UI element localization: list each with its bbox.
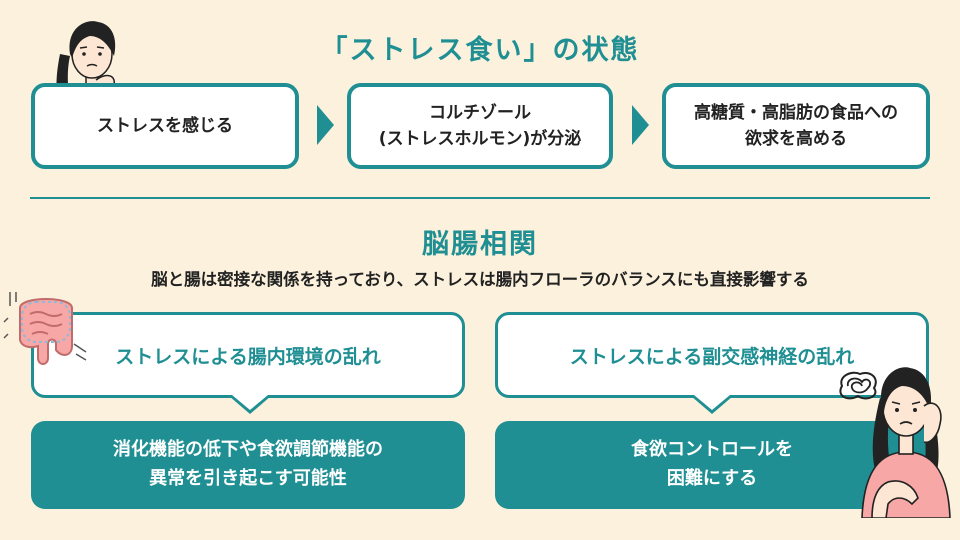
left-result-line: 消化機能の低下や食欲調節機能の <box>113 439 383 461</box>
section-divider <box>30 197 930 199</box>
section-title: 脳腸相関 <box>422 229 538 260</box>
intestine-icon <box>3 292 87 365</box>
flow-arrow-icon <box>632 105 649 145</box>
stressed-woman-icon <box>861 367 951 518</box>
flow-step-craving: 高糖質・高脂肪の食品への 欲求を高める <box>662 83 930 169</box>
right-result-line: 困難にする <box>666 468 758 489</box>
flow-step-line: 高糖質・高脂肪の食品への <box>694 102 898 123</box>
left-cause-bubble: ストレスによる腸内環境の乱れ <box>31 312 465 398</box>
left-result-line: 異常を引き起こす可能性 <box>149 468 347 489</box>
left-result-box: 消化機能の低下や食欲調節機能の 異常を引き起こす可能性 <box>31 421 465 509</box>
tangled-thought-icon <box>839 371 877 400</box>
diagram-title: 「ストレス食い」の状態 <box>320 35 640 66</box>
flow-arrow-icon <box>317 105 334 145</box>
right-result-line: 食欲コントロールを <box>631 439 793 461</box>
left-cause-label: ストレスによる腸内環境の乱れ <box>115 345 381 368</box>
flow-step-stress: ストレスを感じる <box>31 83 299 169</box>
right-cause-bubble: ストレスによる副交感神経の乱れ <box>495 312 929 398</box>
bubble-tail-fill <box>694 395 730 410</box>
flow-step-line: コルチゾール <box>428 102 531 123</box>
section-description: 脳と腸は密接な関係を持っており、ストレスは腸内フローラのバランスにも直接影響する <box>151 270 809 289</box>
flow-step-line: 欲求を高める <box>745 129 847 149</box>
flow-step-cortisol: コルチゾール (ストレスホルモン)が分泌 <box>347 83 613 169</box>
right-result-box: 食欲コントロールを 困難にする <box>495 421 929 509</box>
right-cause-label: ストレスによる副交感神経の乱れ <box>569 345 855 368</box>
bubble-tail-fill <box>232 395 268 410</box>
flow-step-line: (ストレスホルモン)が分泌 <box>378 129 582 149</box>
flow-step-label: ストレスを感じる <box>97 115 233 136</box>
